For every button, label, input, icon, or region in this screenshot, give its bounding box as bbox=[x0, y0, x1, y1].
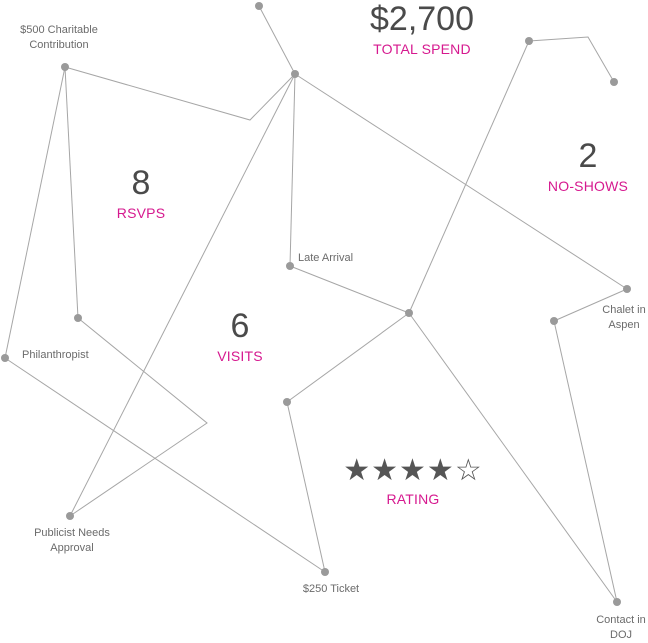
edge-center-to-left-low bbox=[286, 312, 410, 403]
node-hub[interactable] bbox=[291, 70, 299, 78]
label-ticket-line1: $250 Ticket bbox=[302, 583, 360, 595]
node-ticket[interactable] bbox=[321, 568, 329, 576]
node-aspen-inner[interactable] bbox=[550, 317, 558, 325]
edge-chalet-to-aspen-node bbox=[553, 288, 628, 322]
node-left-mid[interactable] bbox=[74, 314, 82, 322]
label-ticket: $250 Ticket bbox=[281, 582, 381, 597]
edge-hub-to-late-arrival bbox=[289, 73, 296, 267]
node-charitable[interactable] bbox=[61, 63, 69, 71]
edge-top-to-hub bbox=[258, 5, 296, 75]
stat-visits: 6 VISITS bbox=[190, 307, 290, 365]
edge-top-right-chain bbox=[528, 36, 615, 83]
label-chalet-line2: Aspen bbox=[608, 319, 640, 331]
edge-charitable-to-philanthropist bbox=[4, 66, 66, 359]
rsvps-value: 8 bbox=[131, 164, 151, 202]
label-chalet-in-aspen: Chalet in Aspen bbox=[594, 303, 648, 333]
total-spend-value: $2,700 bbox=[370, 0, 474, 38]
node-chalet[interactable] bbox=[623, 285, 631, 293]
label-publicist-needs-approval: Publicist Needs Approval bbox=[17, 526, 127, 556]
edge-charitable-to-left-mid bbox=[64, 66, 79, 319]
node-top-right-end[interactable] bbox=[610, 78, 618, 86]
node-top[interactable] bbox=[255, 2, 263, 10]
rsvps-label: RSVPS bbox=[116, 205, 166, 221]
label-contact-line1: Contact in bbox=[596, 614, 646, 626]
label-publicist-line1: Publicist Needs bbox=[34, 527, 110, 539]
label-contact-line2: DOJ bbox=[610, 629, 632, 641]
node-contact[interactable] bbox=[613, 598, 621, 606]
edge-aspen-node-to-contact bbox=[553, 320, 618, 603]
label-publicist-line2: Approval bbox=[50, 542, 94, 554]
node-late-arrival[interactable] bbox=[286, 262, 294, 270]
node-left-low[interactable] bbox=[283, 398, 291, 406]
no-shows-value: 2 bbox=[578, 137, 598, 175]
edges bbox=[4, 5, 628, 603]
label-late-arrival: Late Arrival bbox=[298, 251, 353, 266]
node-top-right[interactable] bbox=[525, 37, 533, 45]
label-philanthropist: Philanthropist bbox=[22, 348, 89, 363]
node-philanthropist[interactable] bbox=[1, 354, 9, 362]
edge-center-to-contact bbox=[408, 312, 618, 603]
no-shows-label: NO-SHOWS bbox=[547, 178, 629, 194]
label-charitable-contribution: $500 Charitable Contribution bbox=[4, 23, 114, 53]
label-charitable-line2: Contribution bbox=[29, 39, 89, 51]
edge-center-to-top-right bbox=[408, 40, 530, 314]
stat-rating: ★★★★☆ RATING bbox=[333, 454, 493, 508]
edge-late-arrival-to-center bbox=[289, 265, 410, 314]
edge-left-low-to-ticket bbox=[286, 401, 326, 573]
edge-hub-to-publicist bbox=[69, 73, 296, 517]
stat-no-shows: 2 NO-SHOWS bbox=[528, 137, 648, 195]
rating-label: RATING bbox=[386, 491, 440, 507]
edge-philanthropist-to-ticket bbox=[4, 357, 326, 573]
nodes bbox=[1, 2, 631, 606]
label-chalet-line1: Chalet in bbox=[602, 304, 646, 316]
rating-stars: ★★★★☆ bbox=[343, 454, 483, 487]
label-contact-in-doj: Contact in DOJ bbox=[588, 613, 648, 643]
visits-value: 6 bbox=[230, 307, 250, 345]
total-spend-label: TOTAL SPEND bbox=[373, 41, 471, 57]
label-charitable-line1: $500 Charitable bbox=[20, 24, 98, 36]
edge-charitable-to-hub bbox=[64, 66, 296, 121]
visits-label: VISITS bbox=[217, 348, 263, 364]
node-publicist[interactable] bbox=[66, 512, 74, 520]
stat-rsvps: 8 RSVPS bbox=[91, 164, 191, 222]
edge-left-mid-to-publicist bbox=[69, 317, 208, 517]
node-center[interactable] bbox=[405, 309, 413, 317]
label-philanthropist-line1: Philanthropist bbox=[22, 349, 89, 361]
label-late-arrival-line1: Late Arrival bbox=[298, 252, 354, 264]
stat-total-spend: $2,700 TOTAL SPEND bbox=[342, 0, 502, 58]
edge-hub-to-chalet bbox=[294, 73, 628, 290]
